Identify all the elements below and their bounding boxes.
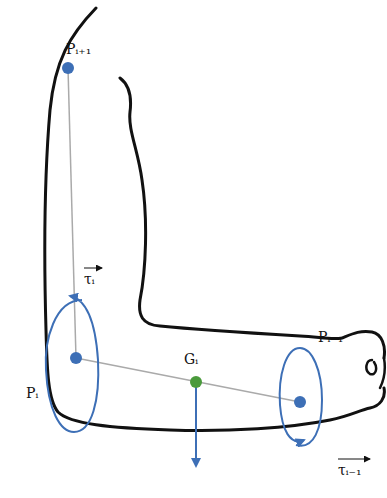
point-label: Pᵢ [26,386,38,401]
arm-outline-inner [120,78,385,358]
point-label: Pᵢ₋₁ [318,330,343,345]
point-label: Pᵢ₊₁ [66,42,91,57]
torque-label: τᵢ [84,272,95,287]
gravity-arrow [195,383,197,466]
vector-overarrow [84,268,102,269]
segment-line [68,68,76,358]
torque-arrow [46,296,99,432]
point-label: Gᵢ [184,352,198,367]
hand-outline [366,358,384,388]
torque-label: τᵢ₋₁ [338,463,362,478]
joint-point [62,62,74,74]
arm-outline [45,8,385,431]
joint-point [294,396,306,408]
vector-overarrow [338,459,370,460]
joint-point [70,352,82,364]
torque-arrow [280,348,322,446]
centre-of-mass [190,376,202,388]
